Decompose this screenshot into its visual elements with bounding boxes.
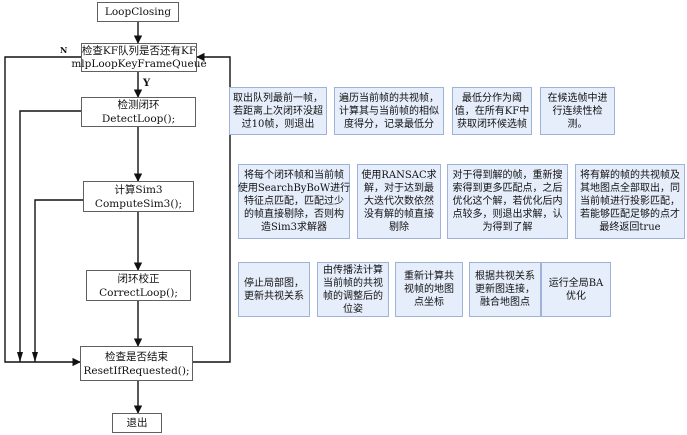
correct-loop-line2: CorrectLoop(); [99,286,178,299]
reset-check-node: 检查是否结束 ResetIfRequested(); [80,346,193,381]
arrowhead-compute-fail [32,352,38,362]
note-line: 点较多，则退出求解，认 [452,209,563,220]
note-line: 剔除 [389,222,409,233]
note-line: 重新计算共 [404,271,454,282]
note-line: 索得到更多匹配点，之后 [452,183,563,194]
note-line: 取出队列最前一帧， [233,92,323,104]
note-line: 停止局部图， [244,277,304,289]
compute-sim3-line2: ComputeSim3(); [94,197,183,210]
loop-no-to-reset [4,56,81,367]
note-line: 根据共视关系 [475,271,535,282]
note-line: 大迭代次数依然 [364,196,434,207]
note-line: 测。 [567,118,588,130]
note-compute-2: 使用RANSAC求 解，对于达到最 大迭代次数依然 没有解的帧直接 剔除 [357,164,441,239]
correct-loop-node: 闭环校正 CorrectLoop(); [86,270,191,301]
note-compute-1: 将每个闭环帧和当前帧 使用SearchByBoW进行 特征点匹配，匹配过少 的帧… [238,164,350,239]
note-line: 计算其与当前帧的相似 [339,105,439,117]
check-queue-line2: mlpLoopKeyFrameQueue [71,57,207,70]
note-correct-2: 由传播法计算 当前帧的共视 帧的调整后的 位姿 [317,262,389,317]
loop-compute-fail-to-reset [34,199,83,362]
no-branch-label: N [60,45,68,55]
note-line: 解，对于达到最 [364,183,434,194]
start-node: LoopClosing [97,2,179,22]
detect-loop-line1: 检测闭环 [117,99,160,111]
note-line: 视帧的地图 [404,284,454,295]
note-detect-4: 在候选帧中进 行连续性检 测。 [540,87,615,135]
reset-check-line2: ResetIfRequested(); [83,364,190,377]
yes-branch-label: Y [143,78,151,89]
note-line: 行连续性检 [552,105,603,117]
check-queue-line1: 检查KF队列是否还有KF [81,44,197,57]
note-line: 若能够匹配足够的点才 [580,209,680,220]
exit-node-label: 退出 [126,417,148,429]
note-line: 若距离上次闭环没超 [233,105,323,117]
compute-sim3-line1: 计算Sim3 [114,183,163,196]
note-line: 位姿 [343,303,363,315]
note-line: 造Sim3求解器 [261,222,327,233]
note-detect-1: 取出队列最前一帧， 若距离上次闭环没超 过10帧，则退出 [229,87,327,135]
detect-loop-line2: DetectLoop(); [101,113,176,125]
note-line: 没有解的帧直接 [364,209,434,220]
note-line: 帧的调整后的 [323,290,383,302]
arrowhead-detect-fail [17,352,23,362]
note-line: 点坐标 [414,297,444,308]
note-line: 更新共视关系 [244,290,304,302]
note-correct-1: 停止局部图， 更新共视关系 [238,262,310,317]
note-correct-3: 重新计算共 视帧的地图 点坐标 [395,262,463,317]
detect-loop-node: 检测闭环 DetectLoop(); [81,97,196,127]
note-compute-3: 对于得到解的帧，重新搜 索得到更多匹配点，之后 优化这个解，若优化后内 点较多，… [447,164,568,239]
note-line: 度得分，记录最低分 [344,118,434,130]
note-line: 更新图连接， [475,284,535,295]
note-line: 值，在所有KF中 [454,105,530,117]
note-line: 最终返回true [599,222,661,233]
note-line: 优化 [566,290,586,302]
note-line: 当前帧进行投影匹配， [580,196,680,207]
note-detect-3: 最低分作为阈 值，在所有KF中 获取闭环候选帧 [452,87,532,135]
check-queue-node: 检查KF队列是否还有KF mlpLoopKeyFrameQueue [71,43,207,72]
correct-loop-line1: 闭环校正 [117,272,160,285]
note-line: 在候选帧中进 [547,92,608,104]
note-line: 其地图点全部取出，同 [580,183,680,194]
loop-reset-back-to-check [193,52,231,363]
note-line: 使用SearchByBoW进行 [237,183,351,194]
note-line: 特征点匹配，匹配过少 [244,196,344,207]
note-detect-2: 遍历当前帧的共视帧， 计算其与当前帧的相似 度得分，记录最低分 [334,87,444,135]
note-line: 运行全局BA [548,277,604,289]
note-line: 由传播法计算 [323,264,383,276]
start-node-label: LoopClosing [104,6,172,18]
note-line: 过10帧，则退出 [241,118,315,130]
note-line: 遍历当前帧的共视帧， [339,92,439,104]
note-line: 最低分作为阈 [462,92,522,104]
note-compute-4: 将有解的帧的共视帧及 其地图点全部取出，同 当前帧进行投影匹配， 若能够匹配足够… [575,164,685,239]
note-line: 获取闭环候选帧 [457,118,527,130]
note-line: 当前帧的共视 [323,277,383,289]
note-correct-4: 根据共视关系 更新图连接， 融合地图点 [469,262,541,317]
note-line: 为得到了解 [482,222,533,233]
note-line: 融合地图点 [480,297,530,308]
note-line: 使用RANSAC求 [361,170,437,181]
reset-check-line1: 检查是否结束 [105,350,168,363]
note-line: 优化这个解，若优化后内 [452,196,563,207]
note-line: 对于得到解的帧，重新搜 [452,170,563,181]
exit-node: 退出 [112,413,162,433]
loop-detect-fail-to-reset [19,110,81,362]
note-line: 将每个闭环帧和当前帧 [244,170,344,181]
compute-sim3-node: 计算Sim3 ComputeSim3(); [83,181,194,212]
note-line: 将有解的帧的共视帧及 [580,170,680,181]
note-line: 的帧直接剔除，否则构 [244,209,344,220]
note-correct-5: 运行全局BA 优化 [541,262,611,317]
